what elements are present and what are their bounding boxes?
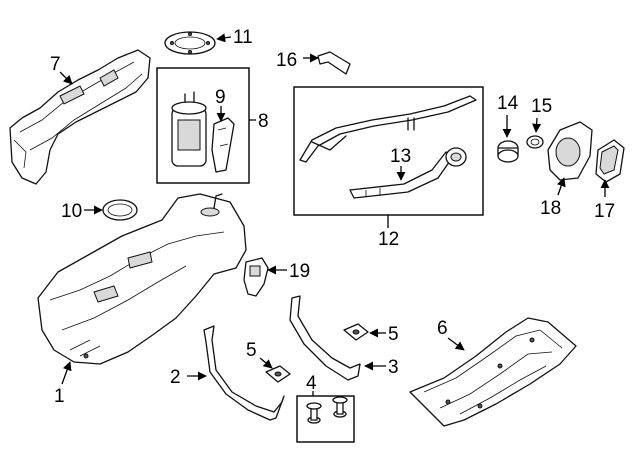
tank-strap-left-part [203, 325, 285, 421]
svg-text:4: 4 [306, 373, 317, 394]
svg-text:15: 15 [531, 96, 552, 117]
callout-16: 16 [276, 50, 319, 71]
svg-text:9: 9 [215, 87, 226, 108]
callout-12: 12 [378, 215, 399, 250]
svg-text:8: 8 [258, 111, 269, 132]
svg-text:16: 16 [276, 50, 297, 71]
callout-18: 18 [540, 177, 566, 219]
fuel-pump-assembly-box [156, 67, 250, 184]
bolt-part [306, 396, 348, 424]
fuel-tank-part [37, 193, 247, 365]
bolts-box [296, 395, 355, 443]
callout-6: 6 [437, 318, 465, 351]
vapor-valve-part [243, 257, 269, 297]
fuel-door-part [595, 139, 625, 183]
vent-tube-part [317, 51, 351, 75]
callout-19: 19 [267, 261, 310, 282]
svg-text:3: 3 [388, 357, 399, 378]
strap-bracket-upper-part [343, 323, 369, 341]
svg-text:1: 1 [54, 386, 65, 407]
fuel-pump-part [171, 91, 235, 173]
callout-17: 17 [594, 179, 615, 222]
callout-15: 15 [531, 96, 552, 133]
svg-text:2: 2 [170, 367, 181, 388]
filler-pipe-part [349, 147, 467, 199]
heat-shield-part [9, 49, 151, 185]
svg-text:10: 10 [61, 201, 82, 222]
svg-text:5: 5 [388, 324, 399, 345]
strap-bracket-lower-part [265, 365, 291, 383]
svg-text:5: 5 [246, 340, 257, 361]
tank-strap-right-part [289, 295, 361, 381]
svg-text:11: 11 [233, 27, 253, 48]
svg-text:14: 14 [497, 93, 519, 114]
svg-text:18: 18 [540, 198, 561, 219]
callout-10: 10 [61, 201, 103, 222]
callout-2: 2 [170, 367, 207, 388]
fuel-pump-seal-part [164, 31, 216, 55]
callout-11: 11 [216, 27, 253, 48]
callout-4: 4 [306, 373, 317, 396]
callout-9: 9 [215, 87, 226, 122]
callout-14: 14 [497, 93, 519, 138]
svg-text:19: 19 [289, 261, 310, 282]
o-ring-part [102, 199, 138, 221]
vent-line-part [299, 95, 477, 163]
callout-5-upper: 5 [369, 324, 399, 345]
seal-part [526, 135, 544, 149]
callout-7: 7 [50, 54, 73, 85]
svg-text:6: 6 [437, 318, 448, 339]
svg-text:17: 17 [594, 201, 615, 222]
svg-text:13: 13 [390, 146, 411, 167]
svg-text:12: 12 [378, 229, 399, 250]
callout-5-lower: 5 [246, 340, 273, 369]
grommet-part [497, 140, 519, 163]
callout-1: 1 [54, 361, 72, 407]
callout-3: 3 [364, 357, 399, 378]
svg-text:7: 7 [50, 54, 61, 75]
callout-13: 13 [390, 146, 411, 181]
filler-housing-part [547, 121, 593, 181]
skid-plate-part [409, 317, 577, 427]
callout-8: 8 [249, 111, 269, 132]
